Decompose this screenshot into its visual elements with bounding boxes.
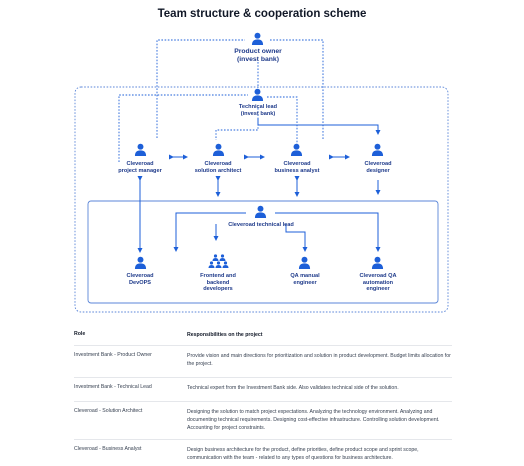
designer-icon <box>371 143 384 156</box>
table-row: Investment Bank - Product Owner Provide … <box>74 346 452 378</box>
project-manager-icon <box>134 143 147 156</box>
table-row: Cleveroad - Business Analyst Design busi… <box>74 440 452 466</box>
responsibility-cell: Designing the solution to match project … <box>187 409 440 432</box>
cleveroad-tech-lead-icon <box>254 205 267 218</box>
developers-group-icon <box>208 254 229 268</box>
team-structure-diagram <box>74 32 449 313</box>
qa-automation-icon <box>371 256 384 269</box>
role-cell: Investment Bank - Product Owner <box>74 352 152 358</box>
cleveroad-team-frame <box>87 200 439 304</box>
qa-manual-icon <box>298 256 311 269</box>
role-cell: Investment Bank - Technical Lead <box>74 384 152 390</box>
table-header-row: Role Responsibilities on the project <box>74 325 452 346</box>
devops-icon <box>134 256 147 269</box>
technical-lead-bank-icon <box>251 88 264 101</box>
responsibilities-table: Role Responsibilities on the project Inv… <box>74 325 452 466</box>
responsibility-cell: Design business architecture for the pro… <box>187 447 419 462</box>
technical-lead-bank-label: Technical lead(invest bank) <box>238 104 278 117</box>
responsibility-cell: Provide vision and main directions for p… <box>187 353 451 368</box>
table-row: Investment Bank - Technical Lead Technic… <box>74 378 452 402</box>
solution-architect-icon <box>212 143 225 156</box>
column-header-responsibilities: Responsibilities on the project <box>187 332 263 338</box>
table-row: Cleveroad - Solution Architect Designing… <box>74 402 452 440</box>
responsibility-cell: Technical expert from the Investment Ban… <box>187 385 399 391</box>
role-cell: Cleveroad - Business Analyst <box>74 446 142 452</box>
product-owner-icon <box>251 32 264 45</box>
outer-team-frame <box>74 86 449 313</box>
page-title: Team structure & cooperation scheme <box>157 8 367 20</box>
product-owner-label: Product owner(invest bank) <box>234 48 282 64</box>
column-header-role: Role <box>74 331 86 337</box>
role-cell: Cleveroad - Solution Architect <box>74 408 143 414</box>
cleveroad-tech-lead-label: Cleveroad technical lead <box>228 222 294 228</box>
business-analyst-icon <box>290 143 303 156</box>
